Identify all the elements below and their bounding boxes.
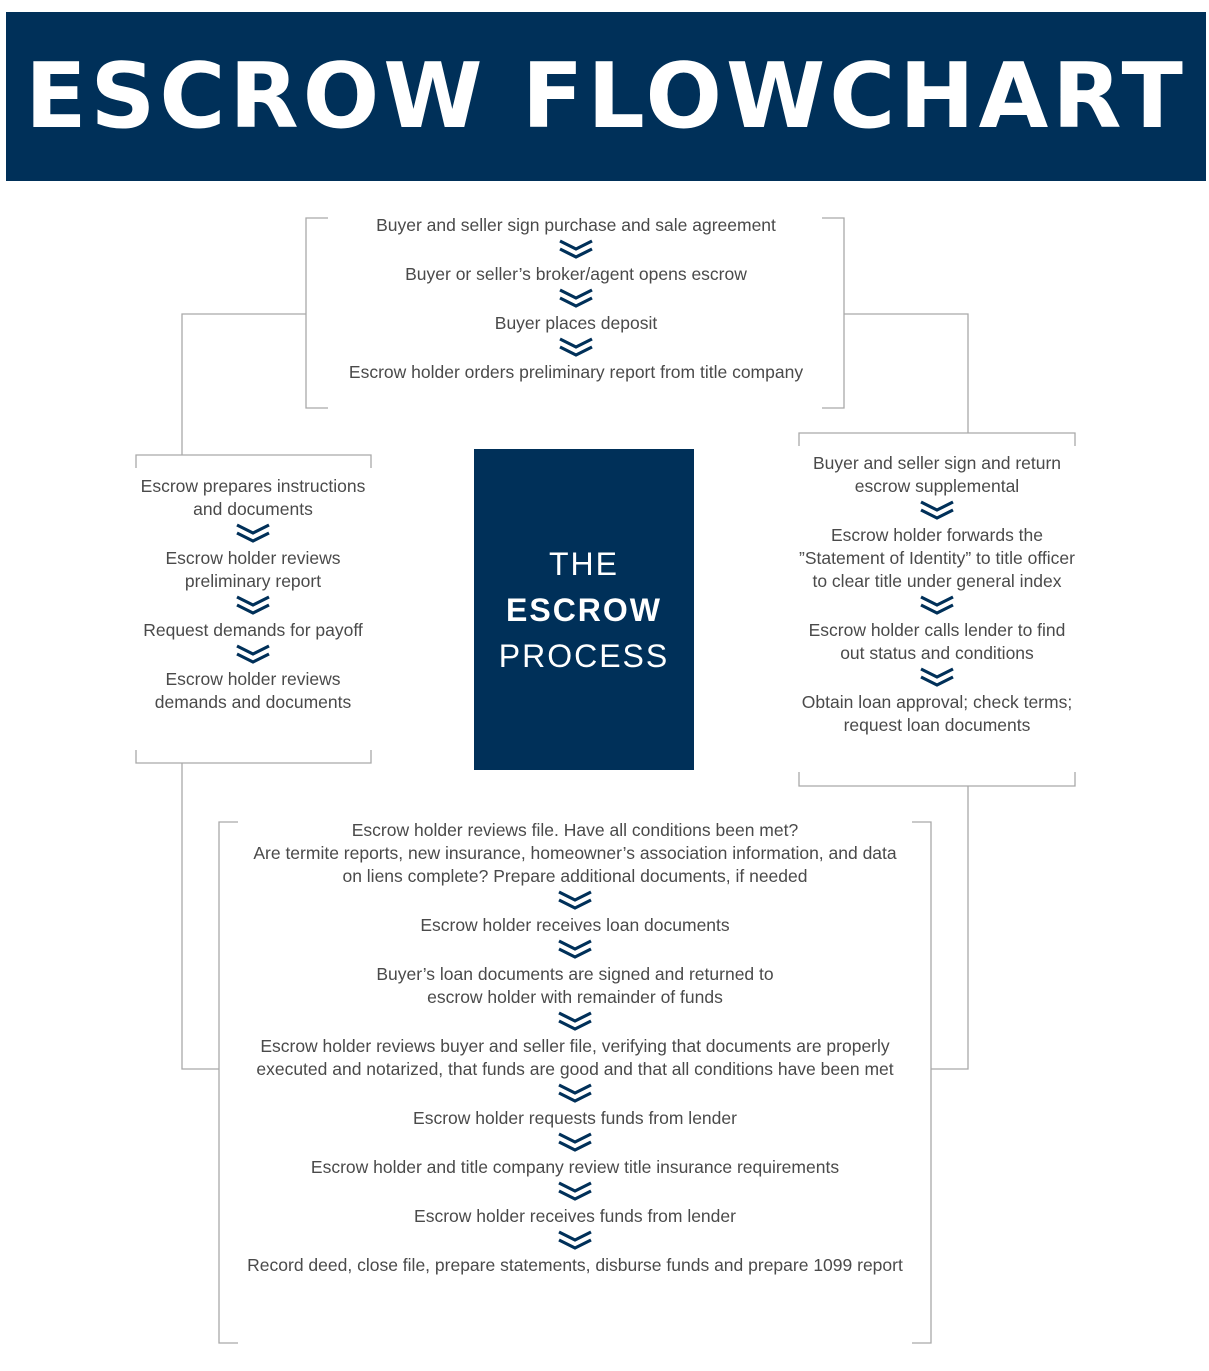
double-chevron-down-icon xyxy=(557,888,593,914)
double-chevron-down-icon xyxy=(235,521,271,547)
connector-top-right xyxy=(844,313,969,433)
flow-step: Escrow holder and title company review t… xyxy=(310,1157,840,1177)
double-chevron-down-icon xyxy=(557,1130,593,1156)
flow-step: Escrow holder forwards the”Statement of … xyxy=(799,525,1075,591)
flow-step: Escrow holder orders preliminary report … xyxy=(348,362,804,382)
flow-step: Record deed, close file, prepare stateme… xyxy=(247,1255,903,1275)
connector-top-left xyxy=(181,313,306,455)
double-chevron-down-icon xyxy=(919,593,955,619)
bottom-steps: Escrow holder reviews file. Have all con… xyxy=(225,819,925,1277)
left-bracket-top xyxy=(135,454,372,468)
bottom-bracket-left xyxy=(218,821,238,1344)
double-chevron-down-icon xyxy=(558,286,594,312)
flow-step: Request demands for payoff xyxy=(143,620,363,640)
double-chevron-down-icon xyxy=(919,665,955,691)
double-chevron-down-icon xyxy=(557,1081,593,1107)
center-line-1: THE xyxy=(549,545,619,582)
flow-step: Buyer places deposit xyxy=(494,313,658,333)
escrow-process-box: THE ESCROW PROCESS xyxy=(474,449,694,770)
double-chevron-down-icon xyxy=(235,642,271,668)
double-chevron-down-icon xyxy=(235,593,271,619)
flow-step: Buyer or seller’s broker/agent opens esc… xyxy=(405,264,747,284)
flow-step: Obtain loan approval; check terms;reques… xyxy=(801,692,1073,735)
double-chevron-down-icon xyxy=(558,237,594,263)
double-chevron-down-icon xyxy=(557,1179,593,1205)
center-line-2: ESCROW xyxy=(506,591,662,628)
flow-step: Buyer’s loan documents are signed and re… xyxy=(376,964,774,1007)
flow-step: Escrow holder receives loan documents xyxy=(420,915,730,935)
flow-step: Escrow holder reviews buyer and seller f… xyxy=(256,1036,894,1079)
page-title: ESCROW FLOWCHART xyxy=(25,43,1187,149)
left-bracket-bottom xyxy=(135,750,372,764)
flow-step: Escrow holder receives funds from lender xyxy=(414,1206,736,1226)
top-steps: Buyer and seller sign purchase and sale … xyxy=(326,214,826,384)
right-bracket-top xyxy=(798,432,1076,446)
double-chevron-down-icon xyxy=(557,1009,593,1035)
double-chevron-down-icon xyxy=(557,937,593,963)
top-bracket-right xyxy=(822,217,845,409)
top-bracket-left xyxy=(305,217,328,409)
flow-step: Buyer and seller sign purchase and sale … xyxy=(376,215,776,235)
double-chevron-down-icon xyxy=(558,335,594,361)
double-chevron-down-icon xyxy=(919,498,955,524)
connector-right-bottom xyxy=(931,786,969,1070)
connector-left-bottom xyxy=(181,763,219,1070)
double-chevron-down-icon xyxy=(557,1228,593,1254)
flow-step: Escrow holder reviews file. Have all con… xyxy=(253,820,897,886)
bottom-bracket-right xyxy=(912,821,932,1344)
title-banner: ESCROW FLOWCHART xyxy=(6,12,1206,181)
center-line-3: PROCESS xyxy=(498,637,670,674)
flow-step: Escrow holder requests funds from lender xyxy=(413,1108,737,1128)
right-bracket-bottom xyxy=(798,772,1076,787)
